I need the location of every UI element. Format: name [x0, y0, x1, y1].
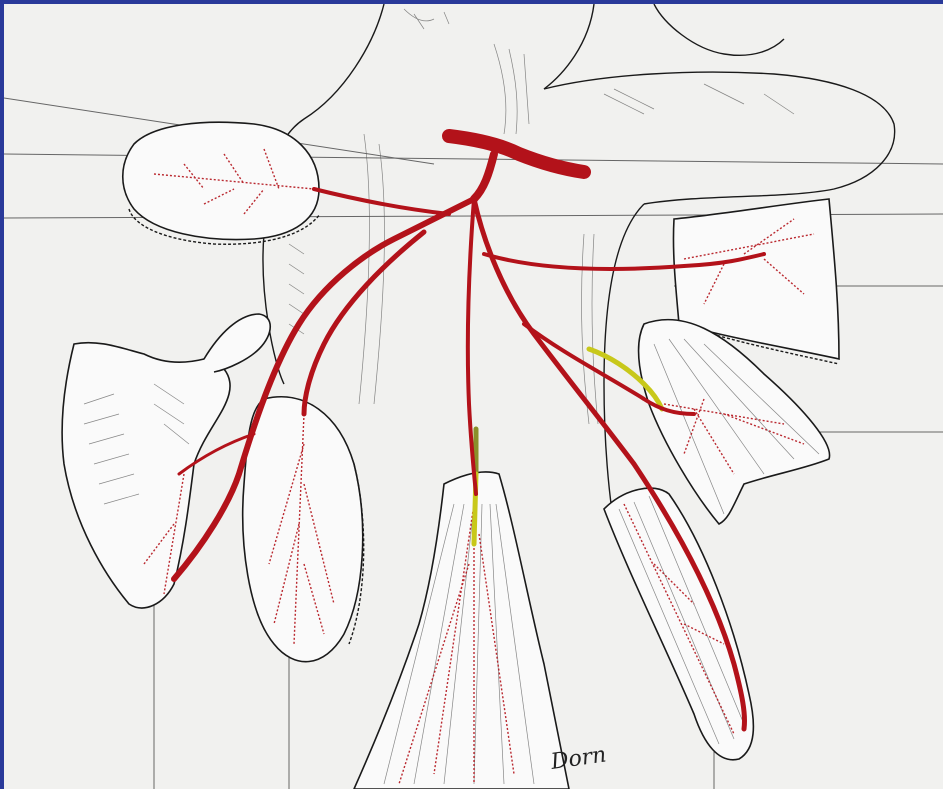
muscle-flap-mid-left — [243, 397, 364, 662]
anatomical-illustration: Dorn — [4, 4, 943, 789]
scapula-shape — [62, 314, 270, 608]
illustration-svg: Dorn — [4, 4, 943, 789]
muscle-flap-center — [354, 472, 569, 789]
muscle-flap-upper-left — [123, 122, 320, 244]
muscle-flap-lower-right — [604, 488, 753, 760]
